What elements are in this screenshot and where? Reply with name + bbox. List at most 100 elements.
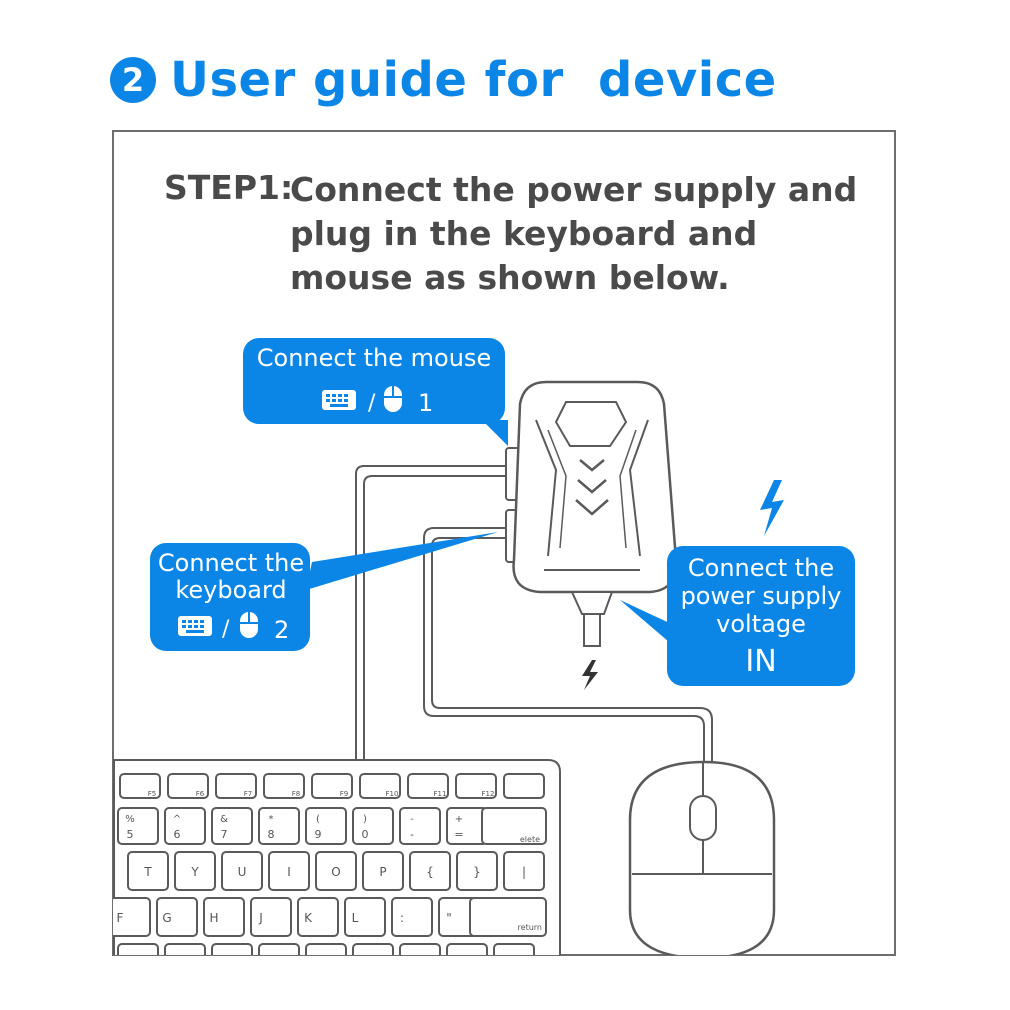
callout-power-line2: power supply — [681, 582, 842, 610]
keyboard-key — [469, 897, 547, 937]
step-number-badge: 2 — [110, 57, 156, 103]
key-label: 6 — [174, 828, 181, 841]
callout-keyboard-line2: keyboard — [175, 576, 286, 604]
callout-mouse: Connect the mouse / 1 — [243, 338, 508, 446]
key-label: & — [220, 814, 228, 825]
key-label: H — [209, 911, 218, 925]
callout-keyboard-line1: Connect the — [158, 549, 304, 577]
keyboard-icon — [178, 616, 212, 636]
key-label: 8 — [268, 828, 275, 841]
key-label: F10 — [386, 790, 399, 798]
key-label: U — [238, 865, 247, 879]
callout-mouse-text: Connect the mouse — [257, 344, 491, 372]
key-label: " — [446, 911, 452, 925]
key-label: K — [304, 911, 313, 925]
power-bolt-icon — [582, 660, 598, 690]
mouse-icon — [240, 612, 258, 638]
keyboard-key — [119, 773, 161, 799]
key-label: L — [352, 911, 359, 925]
keyboard-key — [503, 851, 545, 891]
key-label: - — [410, 828, 414, 841]
key-label: - — [410, 814, 414, 825]
key-label: 9 — [315, 828, 322, 841]
key-label: 0 — [362, 828, 369, 841]
keyboard-key — [215, 773, 257, 799]
key-label: return — [518, 923, 542, 932]
key-label: F6 — [196, 790, 205, 798]
key-label: Y — [190, 865, 199, 879]
key-label: ( — [316, 814, 320, 825]
callout-keyboard: Connect the keyboard / 2 — [150, 532, 498, 651]
keyboard-key — [156, 897, 198, 937]
keyboard-key — [258, 807, 300, 845]
keyboard-key — [117, 807, 159, 845]
keyboard-key — [493, 943, 535, 955]
keyboard-key — [455, 773, 497, 799]
keyboard-key — [399, 807, 441, 845]
keyboard-key — [305, 943, 347, 955]
keyboard-key — [268, 851, 310, 891]
keyboard-key — [164, 943, 206, 955]
keyboard-key — [359, 773, 401, 799]
port-number-1: 1 — [418, 389, 433, 417]
keyboard-key — [221, 851, 263, 891]
step-label: STEP1: — [164, 168, 294, 207]
callout-power-line1: Connect the — [688, 554, 834, 582]
keyboard-key — [250, 897, 292, 937]
key-label: F12 — [482, 790, 495, 798]
keyboard-key — [297, 897, 339, 937]
key-label: } — [473, 865, 481, 879]
callout-power-line4: IN — [745, 644, 776, 679]
keyboard-key — [211, 943, 253, 955]
keyboard-key — [352, 807, 394, 845]
keyboard-cable — [355, 465, 512, 770]
keyboard-key — [113, 897, 151, 937]
key-label: F11 — [434, 790, 447, 798]
slash-separator: / — [368, 391, 376, 416]
keyboard-key — [203, 897, 245, 937]
keyboard-key — [258, 943, 300, 955]
keyboard-key — [315, 851, 357, 891]
keyboard-key — [481, 807, 547, 845]
key-label: ^ — [173, 814, 181, 825]
keyboard-key — [164, 807, 206, 845]
key-label: : — [400, 911, 404, 925]
keyboard-key — [399, 943, 441, 955]
key-label: = — [454, 828, 463, 841]
key-label: G — [162, 911, 171, 925]
key-label: % — [125, 814, 135, 825]
keyboard-key — [127, 851, 169, 891]
callout-power: Connect the power supply voltage IN — [620, 546, 855, 686]
keyboard-key — [344, 897, 386, 937]
key-label: | — [522, 865, 526, 879]
mouse-illustration — [628, 760, 776, 955]
keyboard-key — [503, 773, 545, 799]
key-label: 7 — [221, 828, 228, 841]
keyboard-key — [211, 807, 253, 845]
keyboard-key — [362, 851, 404, 891]
key-label: ) — [363, 814, 367, 825]
instruction-block: STEP1: Connect the power supply and plug… — [112, 130, 896, 956]
keyboard-key — [305, 807, 347, 845]
key-label: 5 — [127, 828, 134, 841]
keyboard-key — [407, 773, 449, 799]
keyboard-key — [311, 773, 353, 799]
keyboard-key — [263, 773, 305, 799]
page-title: User guide for device — [170, 52, 777, 108]
key-label: F8 — [292, 790, 300, 798]
keyboard-key — [167, 773, 209, 799]
adapter-device — [505, 380, 678, 647]
key-label: { — [426, 865, 434, 879]
key-label: I — [287, 865, 291, 879]
slash-separator: / — [222, 617, 230, 642]
key-label: F9 — [340, 790, 348, 798]
callout-power-line3: voltage — [716, 610, 806, 638]
keyboard-key — [446, 943, 488, 955]
keyboard-key — [117, 943, 159, 955]
key-label: P — [379, 865, 386, 879]
port-number-2: 2 — [274, 616, 289, 644]
key-label: F7 — [244, 790, 252, 798]
key-label: J — [258, 911, 263, 925]
